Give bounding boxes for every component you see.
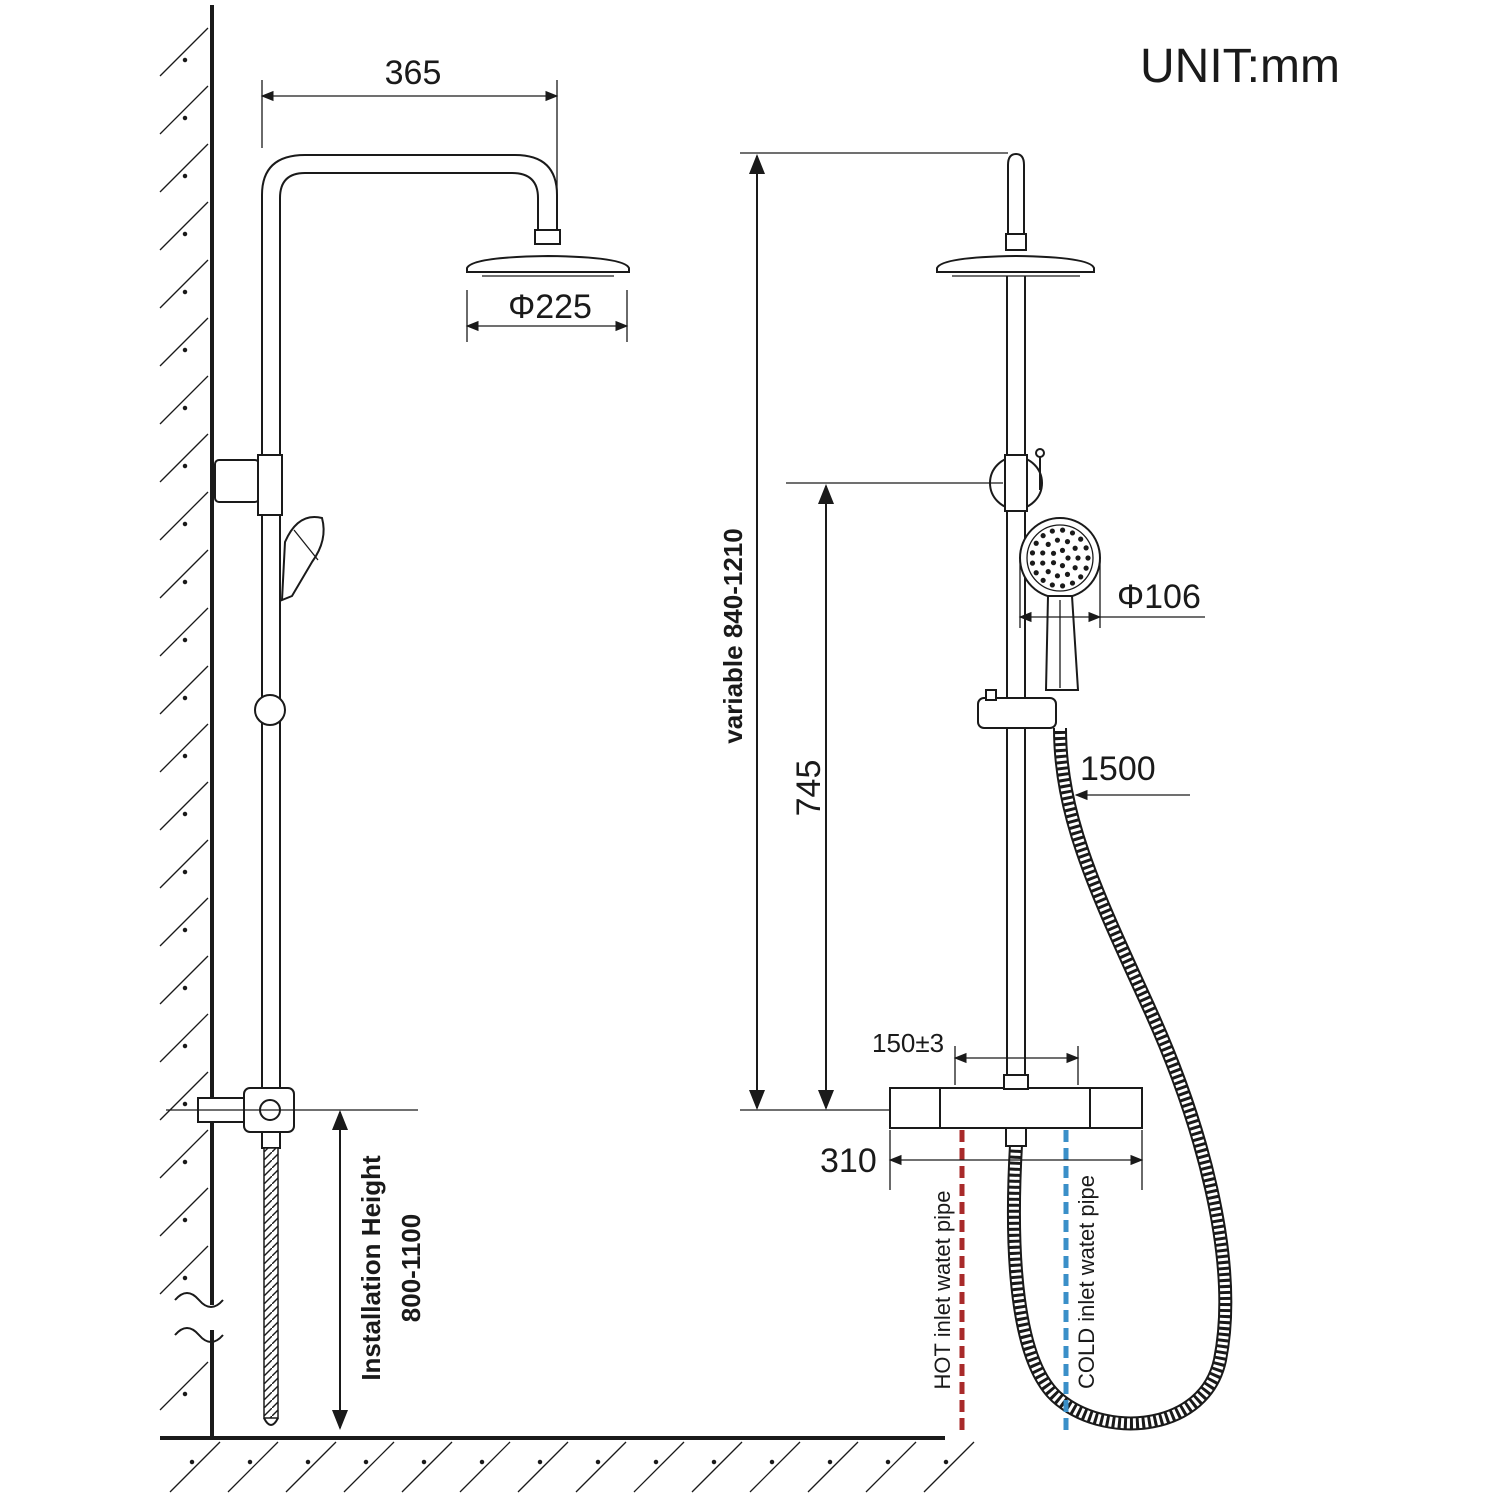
thermostatic-valve: [889, 1087, 1143, 1129]
inlet-spacing-label: 150±3: [872, 1028, 944, 1058]
side-view: [197, 154, 630, 1426]
slider-front: [977, 697, 1057, 729]
hose-side: [263, 1147, 279, 1419]
unit-label: UNIT:mm: [1140, 40, 1340, 93]
hose-length-dimension: 1500: [1074, 750, 1190, 801]
inlet-spacing-dimension: 150±3: [872, 1028, 1080, 1085]
floor: [160, 1436, 975, 1493]
install-height-dimension: Installation Height 800-1100: [166, 1109, 426, 1430]
cold-pipe-label: COLD inlet watet pipe: [1074, 1175, 1099, 1389]
slide-height-label: 745: [790, 760, 828, 817]
handshower-diameter-dimension: Φ106: [1018, 560, 1205, 628]
slide-knob: [254, 694, 286, 726]
wall-bracket: [214, 459, 260, 503]
install-height-range: 800-1100: [396, 1214, 426, 1322]
rain-head-front: [936, 254, 1095, 273]
hose-length-label: 1500: [1080, 750, 1156, 788]
head-diameter-dimension: Φ225: [465, 288, 629, 342]
head-diameter-label: Φ225: [508, 288, 592, 326]
arm-reach-dimension: 365: [260, 54, 559, 205]
hand-shower-front: [1019, 517, 1101, 691]
inlet-pipes: HOT inlet watet pipe COLD inlet watet pi…: [930, 1130, 1099, 1432]
hot-pipe-label: HOT inlet watet pipe: [930, 1191, 955, 1390]
valve-width-dimension: 310: [820, 1130, 1144, 1190]
slide-height-dimension: 745: [786, 482, 1003, 1110]
wall: [159, 5, 224, 1440]
rain-head-side: [466, 254, 630, 273]
arm-reach-label: 365: [385, 54, 442, 92]
variable-height-label: variable 840-1210: [718, 528, 748, 743]
install-height-title: Installation Height: [356, 1155, 386, 1381]
hand-shower-side: [280, 516, 325, 602]
variable-height-dimension: variable 840-1210: [718, 152, 1008, 1111]
valve-width-label: 310: [820, 1142, 877, 1180]
hose-front: [1006, 727, 1233, 1431]
handshower-diameter-label: Φ106: [1117, 578, 1201, 616]
